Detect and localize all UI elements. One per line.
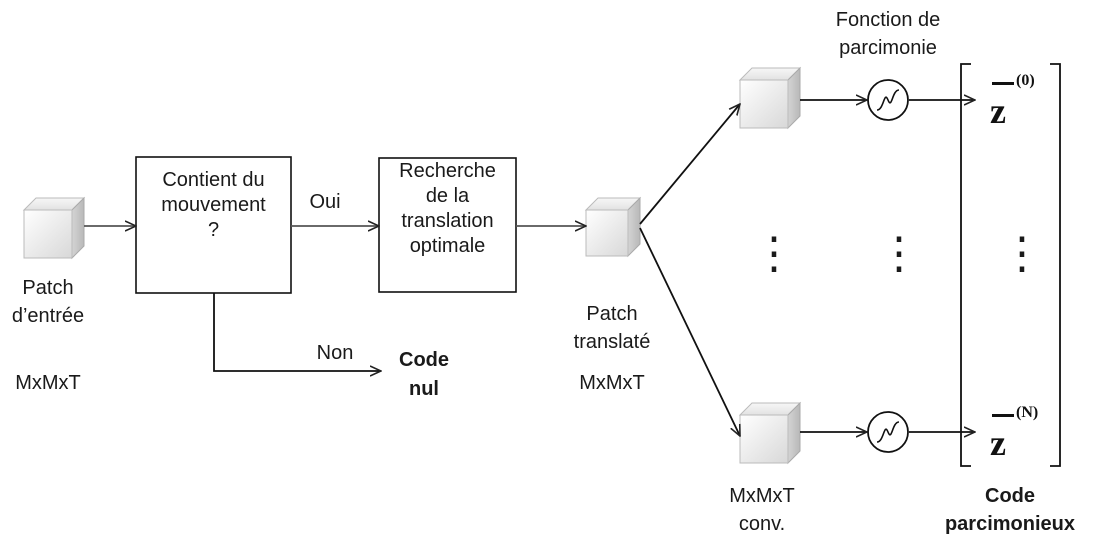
code-nul-label-2: nul [409,378,439,400]
arrow-non [213,293,381,371]
dots-function: ⋮ [877,229,921,278]
motion-check-line-2: mouvement [161,194,266,216]
z-code-top: z (0) [990,72,1050,131]
sparsity-function-bottom [867,411,909,453]
arrow-patch-to-conv-top [639,104,740,225]
mxmxt-input-label: MxMxT [15,372,81,394]
z-superscript-bottom: (N) [1016,404,1039,421]
z-bar-top [992,82,1014,85]
motion-check-text: Contient du mouvement ? [136,168,291,243]
translation-search-text: Recherche de la translation optimale [379,159,516,259]
non-label: Non [316,342,354,364]
code-nul-label-1: Code [399,349,449,371]
patch-entree-label-2: d’entrée [11,305,85,327]
input-patch-cube [22,196,86,260]
motion-check-line-3: ? [207,219,220,241]
translation-search-line-1: Recherche [399,160,496,182]
conv-cube-bottom [738,401,802,465]
translation-search-line-2: de la [425,185,470,207]
motion-check-line-1: Contient du [162,169,265,191]
patch-entree-label-1: Patch [22,277,74,299]
translation-search-line-3: translation [401,210,494,232]
patch-translate-label-1: Patch [586,303,638,325]
z-symbol-top: z [990,91,1006,131]
bracket-right [1050,63,1061,467]
bracket-left [960,63,971,467]
z-symbol-bottom: z [990,423,1006,463]
code-parc-label-2: parcimonieux [944,513,1076,535]
fonction-label-2: parcimonie [839,37,937,59]
dots-conv: ⋮ [752,229,796,278]
translated-patch-cube [584,196,642,258]
arrow-patch-to-conv-bottom [639,227,740,436]
conv-label-1: MxMxT [729,485,795,507]
z-code-bottom: z (N) [990,404,1050,463]
oui-label: Oui [309,191,341,213]
code-parc-label-1: Code [985,485,1035,507]
translation-search-line-4: optimale [409,235,486,257]
patch-translate-label-2: translaté [573,331,651,353]
z-bar-bottom [992,414,1014,417]
z-superscript-top: (0) [1016,72,1035,89]
dots-code: ⋮ [1000,229,1044,278]
mxmxt-translated-label: MxMxT [579,372,645,394]
conv-cube-top [738,66,802,130]
sparsity-function-top [867,79,909,121]
fonction-label-1: Fonction de [835,9,941,31]
conv-label-2: conv. [738,513,786,535]
